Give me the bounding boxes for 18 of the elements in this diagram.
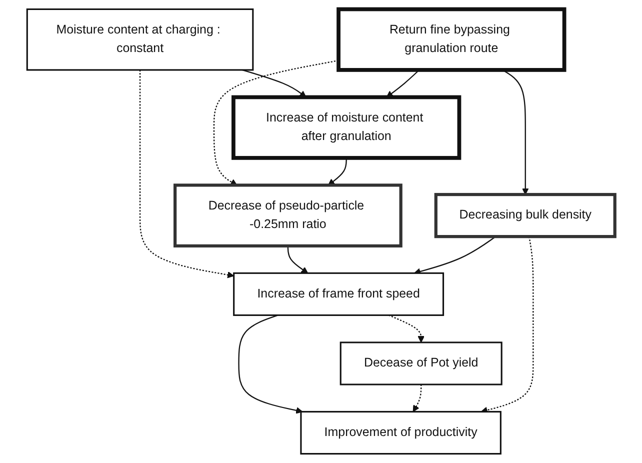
arrow: [414, 236, 496, 275]
node-box: Increase of moisture content after granulation: [232, 95, 462, 160]
arrow: [287, 246, 308, 274]
arrow: [388, 314, 425, 343]
node-box: Improvement of productivity: [300, 410, 502, 455]
node-box: Decease of Pot yield: [340, 342, 502, 386]
arrow: [139, 70, 234, 278]
arrow: [238, 314, 303, 414]
arrow: [412, 384, 422, 412]
node-box: Return fine bypassing granulation route: [336, 7, 566, 72]
node-box: Decreasing bulk density: [434, 192, 616, 238]
node-box: Moisture content at charging : constant: [26, 8, 254, 71]
node-box: Decrease of pseudo-particle -0.25mm ratio: [174, 184, 402, 248]
arrow: [502, 69, 529, 195]
arrow: [386, 70, 420, 98]
arrow: [328, 158, 347, 186]
node-box: Increase of frame front speed: [233, 272, 444, 316]
arrow: [242, 69, 306, 98]
